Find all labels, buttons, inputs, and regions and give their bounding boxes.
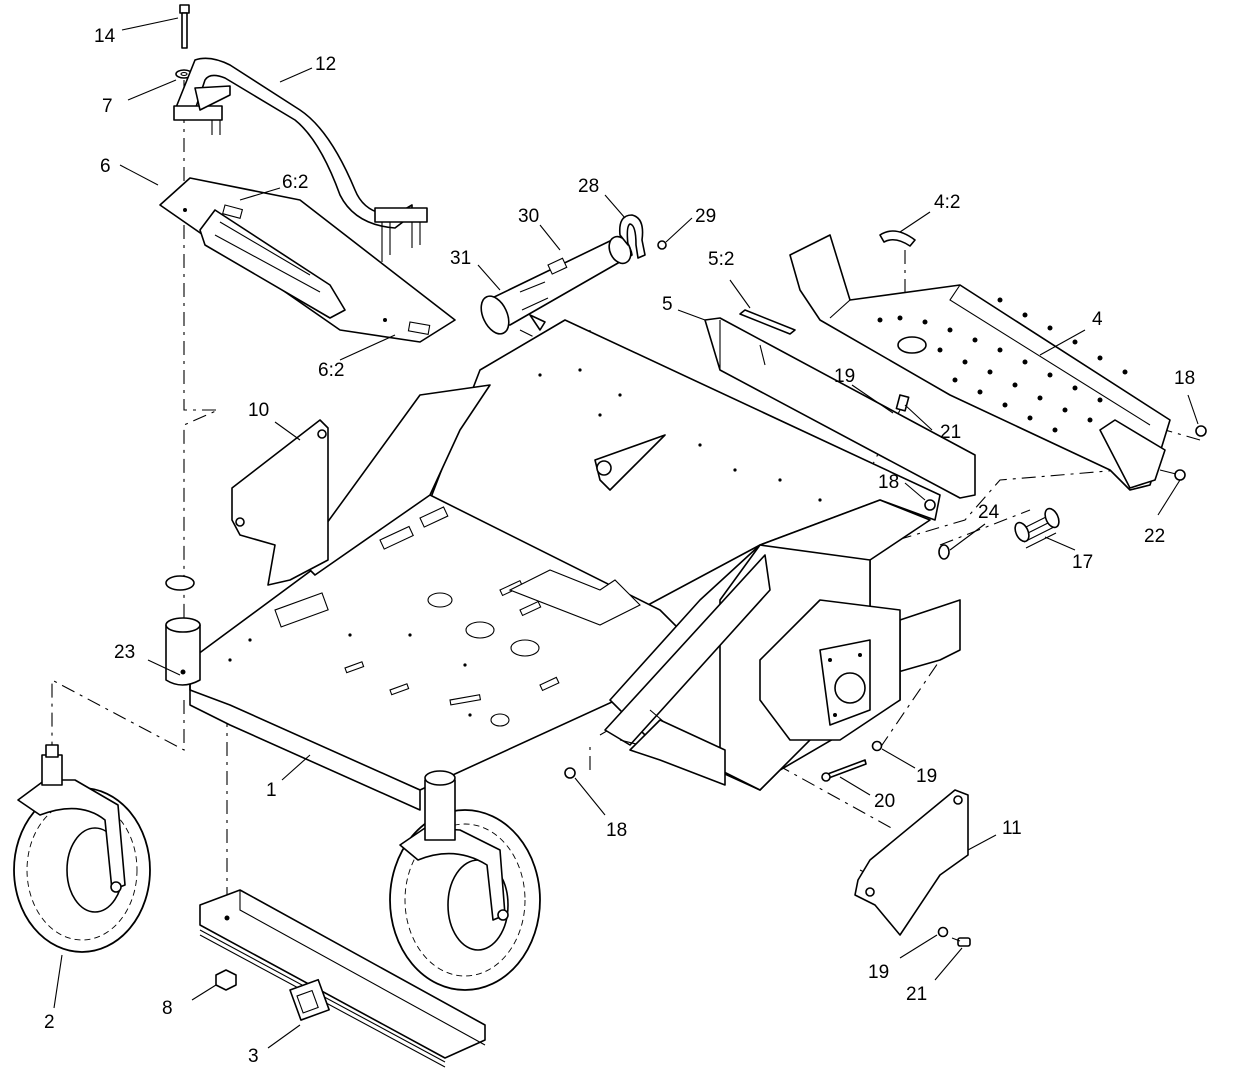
deck-holes xyxy=(228,368,822,717)
callout-4-2: 4:2 xyxy=(934,192,960,213)
nut-8 xyxy=(215,969,237,991)
callout-14: 14 xyxy=(94,26,116,47)
washer-24 xyxy=(938,544,950,560)
callout-labels: 14 12 7 6 6:2 6:2 28 30 29 31 4:2 5:2 5 … xyxy=(44,26,1195,1067)
callout-19-top: 19 xyxy=(834,366,855,387)
bolt-14 xyxy=(179,4,190,49)
callout-18-top: 18 xyxy=(1174,368,1195,389)
callout-5: 5 xyxy=(662,294,673,315)
callout-20: 20 xyxy=(874,791,895,812)
callout-19-low: 19 xyxy=(868,962,889,983)
callout-12: 12 xyxy=(315,54,336,75)
callout-6-2b: 6:2 xyxy=(318,360,344,381)
callout-29: 29 xyxy=(695,206,716,227)
caster-wheel-2 xyxy=(13,744,151,953)
callout-23: 23 xyxy=(114,642,135,663)
caster-tube-23 xyxy=(165,575,201,686)
callout-18-low: 18 xyxy=(606,820,627,841)
callout-28: 28 xyxy=(578,176,599,197)
callout-6-2a: 6:2 xyxy=(282,172,308,193)
callout-4: 4 xyxy=(1092,309,1103,330)
callout-1: 1 xyxy=(266,780,277,801)
callout-10: 10 xyxy=(248,400,269,421)
callout-24: 24 xyxy=(978,502,1000,523)
bracket-11 xyxy=(854,789,969,936)
callout-30: 30 xyxy=(518,206,539,227)
bolt-21-top xyxy=(895,394,910,412)
callout-19-mid: 19 xyxy=(916,766,937,787)
nut-18-low xyxy=(564,767,576,779)
deck-slots xyxy=(274,506,641,727)
screw-29 xyxy=(657,240,667,250)
footrest-holes xyxy=(877,297,1128,433)
spring-17 xyxy=(1014,507,1060,549)
frame-1 xyxy=(189,319,961,811)
callout-17: 17 xyxy=(1072,552,1093,573)
callout-6: 6 xyxy=(100,156,111,177)
callout-8: 8 xyxy=(162,998,173,1019)
callout-22: 22 xyxy=(1144,526,1165,547)
tube-30-31 xyxy=(480,235,633,335)
callout-21-top: 21 xyxy=(940,422,961,443)
nut-18-top xyxy=(1195,425,1207,437)
callout-11: 11 xyxy=(1002,818,1022,839)
hitch-bar-3 xyxy=(199,889,486,1068)
bolt-22 xyxy=(1159,469,1186,481)
strip-5 xyxy=(704,309,976,499)
nut-18-mid xyxy=(924,499,936,511)
handle-12 xyxy=(173,57,428,262)
clamp-28 xyxy=(618,214,646,259)
washer-19-low xyxy=(937,926,949,938)
callout-7: 7 xyxy=(102,96,113,117)
callout-31: 31 xyxy=(450,248,471,269)
footrest-4 xyxy=(789,234,1171,491)
caster-wheel-right xyxy=(389,770,541,991)
callout-21-low: 21 xyxy=(906,984,927,1005)
pad-4-2 xyxy=(879,230,916,247)
leader-lines xyxy=(53,17,1199,1049)
callout-3: 3 xyxy=(248,1046,259,1067)
bolt-20 xyxy=(821,759,867,782)
plate-6 xyxy=(159,177,456,343)
callout-2: 2 xyxy=(44,1012,55,1033)
bolt-21-low xyxy=(951,937,971,947)
callout-18-mid: 18 xyxy=(878,472,899,493)
callout-5-2: 5:2 xyxy=(708,249,734,270)
washer-19-mid xyxy=(871,740,883,752)
bracket-10 xyxy=(231,419,329,586)
